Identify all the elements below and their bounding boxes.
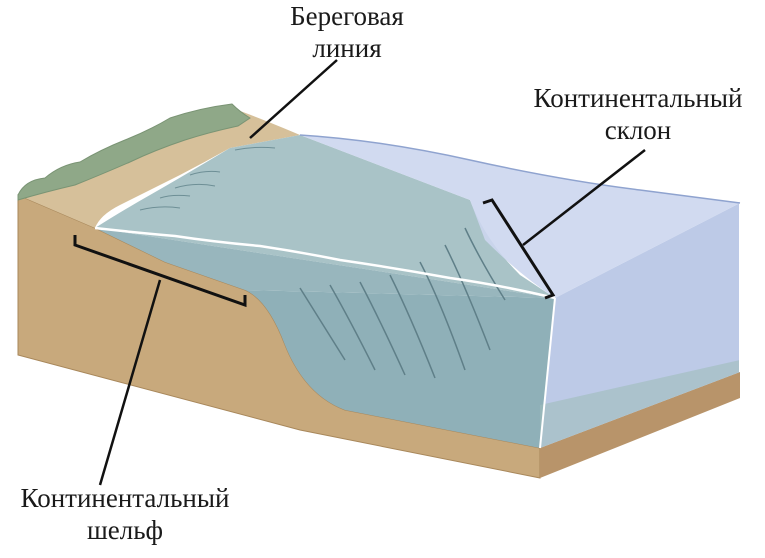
shelf-label-line2: шельф [86, 515, 164, 545]
slope-ridges [299, 227, 506, 379]
shore-ripples [139, 146, 276, 211]
land-top-surface [18, 108, 300, 228]
shelf-bracket [73, 235, 247, 308]
waterline [94, 226, 556, 300]
continental-shelf-label: Континентальный шельф [0, 482, 250, 546]
continental-slope-label: Континентальный склон [518, 82, 758, 146]
shoreline-label-line1: Береговая [290, 1, 404, 31]
shoreline-leader-line [249, 59, 338, 139]
slope-leader-line [522, 149, 646, 246]
shelf-label-line1: Континентальный [20, 483, 230, 513]
seabed-strip [540, 372, 740, 478]
continental-slope-face [245, 290, 555, 448]
slope-bracket [482, 198, 556, 300]
box-edge [539, 203, 741, 449]
vegetation-strip [17, 103, 251, 201]
slope-label-line1: Континентальный [533, 83, 743, 113]
shoreline-label: Береговая линия [262, 0, 432, 64]
sea-top-surface [300, 135, 740, 298]
shelf-underwater-front [95, 228, 555, 298]
deep-sea-floor [540, 360, 740, 448]
slope-label-line2: склон [604, 115, 672, 145]
shelf-leader-line [98, 279, 162, 486]
shelf-water-surface [95, 135, 555, 298]
shoreline-label-line2: линия [312, 33, 382, 63]
